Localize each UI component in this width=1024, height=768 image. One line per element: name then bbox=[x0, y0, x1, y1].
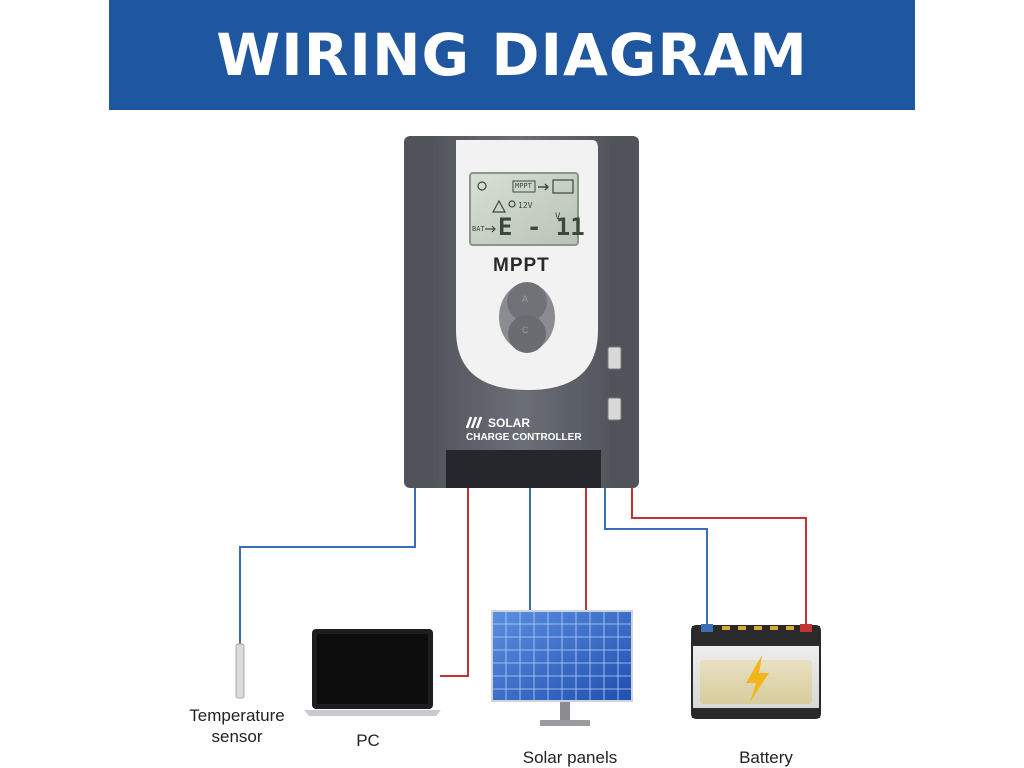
usb-port-icon bbox=[607, 397, 622, 421]
temperature-sensor-label-line2: sensor bbox=[211, 727, 263, 746]
controller-line1: SOLAR bbox=[488, 416, 530, 430]
lcd-mode-box bbox=[512, 180, 536, 193]
arrow-right-icon bbox=[538, 183, 549, 191]
warning-icon bbox=[491, 199, 507, 213]
laptop bbox=[304, 629, 441, 716]
temperature-sensor bbox=[235, 643, 245, 699]
lcd-voltage-label: 12V bbox=[518, 201, 533, 210]
controller-line2: CHARGE CONTROLLER bbox=[466, 432, 582, 443]
lcd-unit: V bbox=[555, 212, 561, 222]
positive-terminal bbox=[800, 624, 812, 632]
button-a bbox=[507, 282, 547, 322]
lcd-screen bbox=[469, 172, 579, 246]
terminal-block bbox=[446, 450, 601, 488]
pc-wire bbox=[440, 488, 469, 677]
battery-lcd-icon bbox=[552, 179, 574, 194]
lcd-error-code: E - 11 bbox=[498, 213, 585, 241]
battery bbox=[691, 624, 821, 719]
usb-port-icon bbox=[607, 346, 622, 370]
negative-terminal bbox=[701, 624, 713, 632]
battery-positive-wire bbox=[631, 488, 807, 626]
temperature-sensor-label-line1: Temperature bbox=[189, 706, 285, 725]
lcd-bat-label: BAT bbox=[472, 225, 485, 233]
button-c bbox=[508, 315, 546, 353]
banner-title: WIRING DIAGRAM bbox=[216, 21, 808, 89]
battery-label: Battery bbox=[739, 748, 793, 767]
button-c-label: C bbox=[522, 325, 529, 335]
button-a-label: A bbox=[522, 294, 529, 304]
arrow-right-icon bbox=[485, 225, 496, 233]
logo-stripes-icon bbox=[465, 416, 483, 429]
lcd-mode-label: MPPT bbox=[515, 182, 532, 190]
battery-negative-wire bbox=[604, 488, 708, 626]
wires bbox=[239, 488, 807, 677]
solar-cell-grid bbox=[492, 611, 632, 701]
sun-icon bbox=[477, 181, 487, 191]
terminal-caps bbox=[722, 626, 794, 630]
solar-panel bbox=[491, 610, 633, 726]
bulb-icon bbox=[508, 200, 516, 208]
temperature-sensor-label: Temperature sensor bbox=[176, 705, 298, 747]
lightning-bolt-icon bbox=[746, 655, 769, 702]
sensor-wire bbox=[239, 488, 416, 645]
brand-label: MPPT bbox=[493, 255, 550, 276]
charge-controller bbox=[404, 136, 639, 488]
solar-panels-label: Solar panels bbox=[522, 748, 618, 767]
title-banner: WIRING DIAGRAM bbox=[109, 0, 915, 110]
pc-label: PC bbox=[356, 731, 380, 750]
